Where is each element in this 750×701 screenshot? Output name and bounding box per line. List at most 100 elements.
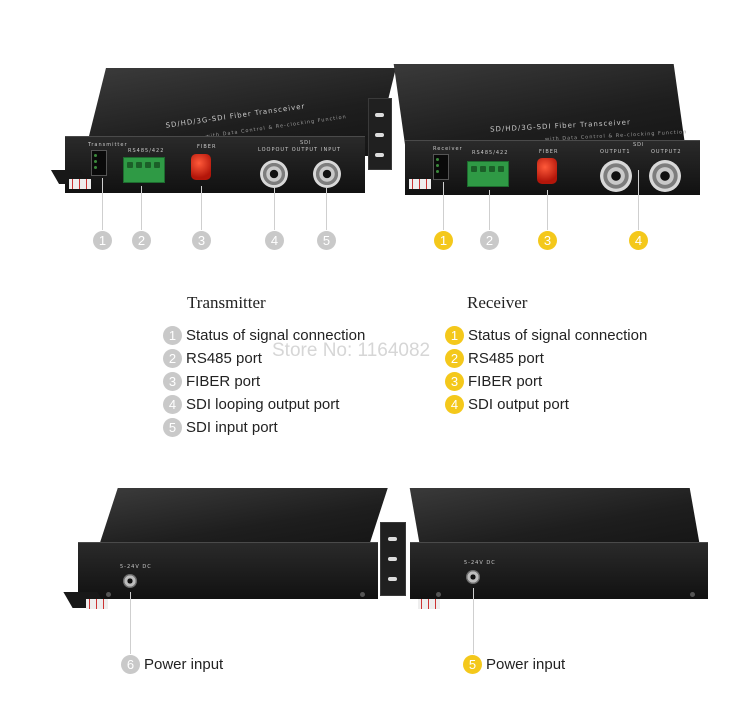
- callout-line: [547, 190, 548, 230]
- receiver-power-label: 5-24V DC: [464, 560, 496, 566]
- callout-line: [443, 182, 444, 230]
- callout-number: 3: [538, 231, 557, 250]
- transmitter-power-label: 5-24V DC: [120, 564, 152, 570]
- receiver-power-callout: 5 Power input: [463, 654, 565, 674]
- led-indicator: [94, 154, 97, 157]
- callout-line: [274, 188, 275, 230]
- receiver-sdi-output-connector-2: [649, 160, 681, 192]
- bracket-slot: [375, 133, 384, 137]
- transmitter-loop-label: LOOPOUT OUTPUT: [258, 147, 319, 153]
- legend-text: RS485 port: [468, 349, 544, 367]
- led-indicator: [436, 170, 439, 173]
- legend-text: FIBER port: [186, 372, 261, 390]
- legend-text: Power input: [144, 655, 224, 673]
- legend-text: SDI input port: [186, 418, 278, 436]
- led-indicator: [94, 166, 97, 169]
- legend-number: 5: [463, 654, 482, 674]
- transmitter-rear-panel: [78, 542, 378, 599]
- callout-line: [201, 186, 202, 230]
- receiver-rear-top-cover: [409, 488, 701, 548]
- transmitter-sdi-loop-connector: [260, 160, 288, 188]
- legend-number: 3: [445, 371, 464, 391]
- transmitter-panel-label: Transmitter: [88, 142, 128, 148]
- callout-number: 4: [629, 231, 648, 250]
- bracket-slot: [388, 557, 397, 561]
- transmitter-fiber-label: FIBER: [197, 144, 217, 150]
- legend-number: 4: [445, 394, 464, 414]
- transmitter-sdi-input-connector: [313, 160, 341, 188]
- callout-number: 1: [93, 231, 112, 250]
- transmitter-power-jack: [123, 574, 137, 588]
- transmitter-rs485-terminal: [123, 157, 165, 183]
- screw: [690, 592, 695, 597]
- led-indicator: [436, 158, 439, 161]
- screw: [360, 592, 365, 597]
- receiver-heading: Receiver: [467, 293, 528, 312]
- callout-number: 5: [317, 231, 336, 250]
- callout-line: [102, 178, 103, 230]
- transmitter-rear-sticker: [86, 599, 108, 609]
- receiver-legend-item: 3 FIBER port: [445, 371, 542, 391]
- receiver-rs485-label: RS485/422: [472, 150, 509, 156]
- receiver-panel-label: Receiver: [433, 146, 463, 152]
- screw: [436, 592, 441, 597]
- legend-text: Status of signal connection: [186, 326, 366, 344]
- callout-number: 1: [434, 231, 453, 250]
- screw: [106, 592, 111, 597]
- bracket-slot: [388, 537, 397, 541]
- receiver-rs485-terminal: [467, 161, 509, 187]
- legend-text: SDI output port: [468, 395, 569, 413]
- receiver-power-jack: [466, 570, 480, 584]
- transmitter-legend-item: 3 FIBER port: [163, 371, 260, 391]
- receiver-device-front: SD/HD/3G-SDI Fiber Transceiver with Data…: [393, 60, 705, 200]
- receiver-output2-label: OUTPUT2: [651, 149, 682, 155]
- legend-number: 4: [163, 394, 182, 414]
- transmitter-device-rear: 5-24V DC: [63, 484, 388, 614]
- receiver-rear-sticker: [418, 599, 440, 609]
- transmitter-legend-item: 1 Status of signal connection: [163, 325, 365, 345]
- callout-line: [130, 592, 131, 654]
- transmitter-legend-item: 2 RS485 port: [163, 348, 262, 368]
- receiver-legend-item: 1 Status of signal connection: [445, 325, 647, 345]
- transmitter-rs485-label: RS485/422: [128, 148, 165, 154]
- transmitter-power-callout: 6 Power input: [121, 654, 223, 674]
- receiver-rear-panel: [410, 542, 708, 599]
- transmitter-legend-item: 4 SDI looping output port: [163, 394, 339, 414]
- legend-number: 1: [163, 325, 182, 345]
- transmitter-sticker: [69, 179, 91, 189]
- receiver-legend-item: 4 SDI output port: [445, 394, 569, 414]
- transmitter-fiber-port: [191, 154, 211, 180]
- transmitter-legend-item: 5 SDI input port: [163, 417, 278, 437]
- receiver-legend-item: 2 RS485 port: [445, 348, 544, 368]
- bottom-mounting-bracket: [380, 522, 406, 596]
- receiver-sdi-label: SDI: [633, 142, 645, 148]
- receiver-fiber-label: FIBER: [539, 149, 559, 155]
- legend-number: 6: [121, 654, 140, 674]
- callout-number: 4: [265, 231, 284, 250]
- callout-line: [638, 170, 639, 230]
- transmitter-heading: Transmitter: [187, 293, 266, 312]
- bracket-slot: [375, 113, 384, 117]
- transmitter-led-panel: [91, 150, 107, 176]
- callout-number: 3: [192, 231, 211, 250]
- receiver-output1-label: OUTPUT1: [600, 149, 631, 155]
- legend-text: SDI looping output port: [186, 395, 340, 413]
- receiver-device-rear: 5-24V DC: [400, 484, 715, 614]
- legend-text: RS485 port: [186, 349, 262, 367]
- transmitter-rear-top-cover: [98, 488, 388, 548]
- receiver-sdi-output-connector-1: [600, 160, 632, 192]
- callout-line: [141, 186, 142, 230]
- legend-number: 2: [445, 348, 464, 368]
- store-watermark: Store No: 1164082: [272, 340, 431, 361]
- transmitter-device-front: SD/HD/3G-SDI Fiber Transceiver with Data…: [50, 60, 396, 200]
- legend-text: FIBER port: [468, 372, 543, 390]
- callout-number: 2: [132, 231, 151, 250]
- callout-number: 2: [480, 231, 499, 250]
- receiver-sticker: [409, 179, 431, 189]
- callout-line: [489, 190, 490, 230]
- led-indicator: [436, 164, 439, 167]
- legend-text: Power input: [486, 655, 566, 673]
- bracket-slot: [388, 577, 397, 581]
- legend-number: 2: [163, 348, 182, 368]
- top-mounting-bracket: [368, 98, 392, 170]
